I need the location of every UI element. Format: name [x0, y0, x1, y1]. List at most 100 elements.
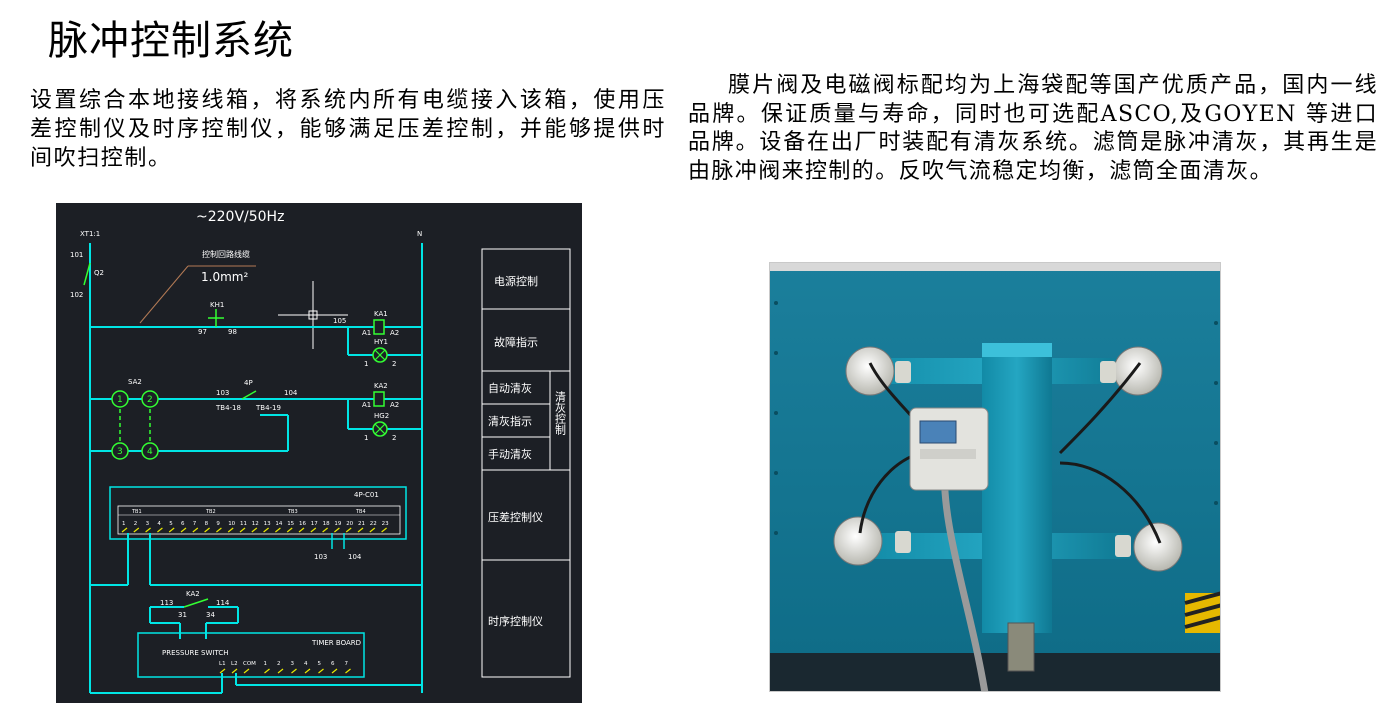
xt-label: XT1:1	[80, 230, 100, 238]
dp-terminal-screw	[157, 527, 163, 533]
wire-104-label: 104	[284, 389, 298, 397]
timer-terminal-label: L1	[219, 661, 226, 667]
dp-terminal-label: 9	[216, 521, 220, 527]
ka2-contact-label: KA2	[186, 590, 200, 598]
ka2-t31: 31	[178, 611, 187, 619]
dp-wire-104: 104	[348, 553, 362, 561]
pulse-control-schematic: ~220V/50Hz XT1:1 N 101 102 Q2 控制回路线缆 1.0…	[56, 203, 582, 703]
dp-terminal-screw	[180, 527, 187, 533]
dp-terminal-screw	[310, 527, 317, 533]
neutral-label: N	[417, 230, 422, 238]
dp-terminal-label: 11	[240, 521, 247, 527]
legend-timer: 时序控制仪	[488, 614, 543, 628]
dp-terminal-screw	[251, 527, 258, 533]
timer-terminal-label: L2	[231, 661, 238, 667]
dp-terminal-screw	[145, 527, 151, 533]
dp-terminal-label: 23	[382, 521, 389, 527]
timer-terminal-screw	[318, 668, 324, 674]
timer-terminal-label: 4	[304, 661, 308, 667]
sa2-label: SA2	[128, 378, 142, 386]
hy1-label: HY1	[374, 338, 388, 346]
supply-label: ~220V/50Hz	[196, 209, 284, 225]
timer-terminal-screw	[243, 668, 250, 674]
cable-note: 控制回路线缆	[202, 249, 250, 259]
legend-group: 清灰控制	[554, 391, 567, 435]
kh1-label: KH1	[210, 301, 224, 309]
wire-102-label: 102	[70, 291, 83, 299]
dp-terminal-screw	[168, 527, 175, 533]
legend-manual: 手动清灰	[488, 447, 532, 461]
timer-terminal-screw	[291, 668, 297, 674]
dp-terminal-screw	[298, 527, 305, 533]
wire-101-label: 101	[70, 251, 83, 259]
t98-label: 98	[228, 328, 237, 336]
dp-terminal-label: 5	[169, 521, 173, 527]
dp-terminal-screw	[192, 527, 199, 533]
timer-terminal-screw	[231, 668, 238, 674]
dp-terminal-label: 20	[346, 521, 353, 527]
intro-paragraph: 设置综合本地接线箱，将系统内所有电缆接入该箱，使用压差控制仪及时序控制仪，能够满…	[30, 88, 666, 171]
dp-terminal-label: 17	[311, 521, 318, 527]
tb3-label: TB3	[287, 509, 298, 515]
ka1-a1: A1	[362, 329, 371, 337]
sa2-contact-4: 4	[147, 447, 153, 457]
hy1-t1: 1	[364, 360, 368, 368]
dp-terminal-label: 14	[275, 521, 282, 527]
timer-board-label: TIMER BOARD	[311, 639, 361, 647]
timer-terminal-label: 2	[277, 661, 281, 667]
wire-113-label: 113	[160, 599, 173, 607]
wire-103-label: 103	[216, 389, 229, 397]
tb4-19-label: TB4-19	[255, 404, 281, 412]
cable-size: 1.0mm²	[201, 270, 248, 284]
dp-controller-label: 4P-C01	[354, 491, 379, 499]
timer-terminal-screw	[219, 668, 226, 674]
dp-terminal-screw	[345, 527, 352, 533]
wire-105-label: 105	[333, 317, 346, 325]
tb4-18-label: TB4-18	[215, 404, 241, 412]
valve-description-paragraph: 膜片阀及电磁阀标配均为上海袋配等国产优质产品，国内一线品牌。保证质量与寿命，同时…	[688, 73, 1378, 184]
sa2-contact-1: 1	[117, 395, 123, 405]
dp-terminal-label: 15	[287, 521, 294, 527]
dp-terminal-screw	[334, 527, 340, 533]
dp-wire-103: 103	[314, 553, 327, 561]
dp-terminal-screw	[263, 527, 269, 533]
dp-terminal-screw	[369, 527, 376, 533]
legend-power: 电源控制	[494, 274, 538, 288]
timer-terminal-label: 7	[345, 661, 349, 667]
dp-terminal-screw	[121, 527, 128, 533]
dp-terminal-screw	[275, 527, 281, 533]
dp-terminal-screw	[133, 527, 140, 533]
dp-terminal-screw	[381, 527, 387, 533]
dp-terminal-label: 13	[264, 521, 271, 527]
dp-terminal-label: 2	[134, 521, 138, 527]
legend-auto: 自动清灰	[488, 381, 532, 395]
tb1-label: TB1	[131, 509, 142, 515]
hy1-t2: 2	[392, 360, 396, 368]
dp-terminal-label: 1	[122, 521, 126, 527]
dp-terminal-screw	[357, 527, 364, 533]
page-title: 脉冲控制系统	[48, 18, 294, 64]
sa2-contact-3: 3	[117, 447, 123, 457]
dp-terminal-label: 6	[181, 521, 185, 527]
timer-terminal-screw	[331, 668, 338, 674]
wire-114-label: 114	[216, 599, 230, 607]
ka1-a2: A2	[390, 329, 399, 337]
timer-terminal-label: 6	[331, 661, 335, 667]
legend-dp: 压差控制仪	[488, 510, 543, 524]
dp-terminal-label: 10	[228, 521, 235, 527]
dp-terminal-label: 4	[157, 521, 161, 527]
dp-terminal-label: 21	[358, 521, 365, 527]
ka1-label: KA1	[374, 310, 388, 318]
tb2-label: TB2	[205, 509, 216, 515]
sa2-contact-2: 2	[147, 395, 153, 405]
legend-fault: 故障指示	[494, 335, 538, 349]
timer-terminal-label: 3	[291, 661, 295, 667]
dp-terminal-label: 22	[370, 521, 377, 527]
timer-terminal-screw	[277, 668, 284, 674]
dp-terminal-label: 16	[299, 521, 306, 527]
ka2-t34: 34	[206, 611, 215, 619]
pulse-valve-photo	[769, 262, 1221, 692]
ka2-label: KA2	[374, 382, 388, 390]
